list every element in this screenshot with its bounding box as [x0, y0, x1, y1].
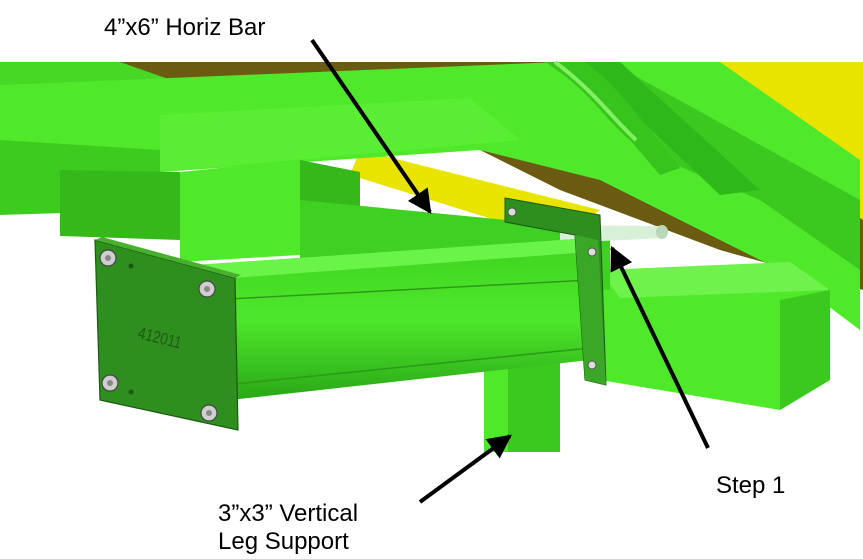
vertical-leg-support	[484, 355, 560, 452]
upper-pipe	[545, 60, 680, 175]
callout-arrows	[310, 38, 710, 504]
label-step-1: Step 1	[716, 472, 786, 499]
label-leg-support-line1: 3”x3” Vertical	[218, 500, 359, 527]
end-plate-front: 412011	[94, 237, 241, 431]
arrow-horiz-bar	[310, 38, 432, 214]
arrow-step-1	[610, 245, 710, 449]
label-horiz-bar: 4”x6” Horiz Bar	[104, 14, 266, 41]
end-plate-right	[504, 197, 607, 386]
arrow-leg-support	[418, 434, 512, 504]
label-leg-support: 3”x3” Vertical Leg Support	[218, 500, 358, 556]
square-tube	[195, 238, 591, 400]
label-leg-support-line2: Leg Support	[218, 528, 349, 555]
bolt-heads	[99, 249, 218, 422]
